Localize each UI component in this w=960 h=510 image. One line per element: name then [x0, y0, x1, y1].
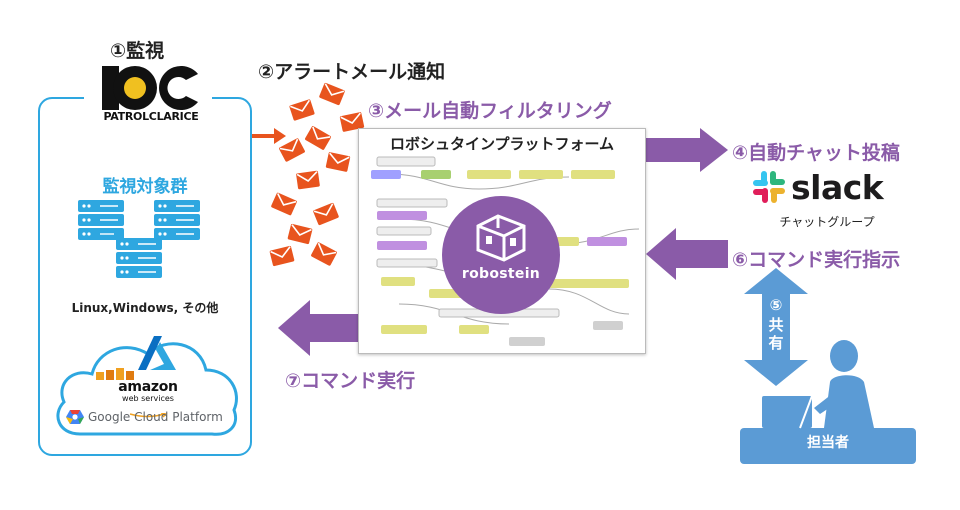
- server-group: [78, 200, 200, 278]
- arrow-from-slack: [646, 228, 728, 280]
- robostein-platform-screen: [358, 128, 646, 354]
- step-5-share-label: 共有: [768, 316, 784, 352]
- arrow-command-execute: [278, 300, 362, 356]
- robostein-logo-text: robostein: [461, 266, 541, 282]
- os-list: Linux,Windows, その他: [71, 301, 219, 315]
- mail-icon: [295, 169, 321, 191]
- chat-group-label: チャットグループ: [779, 215, 875, 229]
- mail-icon: [288, 98, 316, 122]
- mail-icon: [277, 136, 307, 164]
- aws-logo-main: amazon: [118, 379, 178, 395]
- slack-logo-icon: [753, 171, 785, 203]
- step-6-command-instruction-label: ⑥コマンド実行指示: [732, 249, 901, 271]
- arrow-to-slack: [644, 128, 728, 172]
- robostein-platform-title: ロボシュタインプラットフォーム: [389, 135, 615, 153]
- gcp-logo-text: Google Cloud Platform: [88, 410, 223, 424]
- person-icon: [740, 340, 916, 464]
- aws-logo-sub: web services: [122, 394, 174, 403]
- slack-logo-text: slack: [791, 168, 884, 207]
- patrolclarice-logo-text: PATROLCLARICE: [103, 110, 199, 123]
- mail-icon: [303, 124, 333, 152]
- share-double-arrow: [744, 268, 808, 386]
- patrolclarice-logo-icon: [102, 66, 198, 110]
- alert-arrow: [252, 128, 286, 144]
- gcp-hex-icon: [66, 410, 84, 424]
- mail-icon: [312, 201, 340, 227]
- flow-editor-preview: [371, 156, 640, 346]
- robostein-robot-icon: [476, 214, 526, 262]
- step-5-number: ⑤: [769, 296, 783, 314]
- person-label: 担当者: [807, 435, 849, 451]
- mail-icon: [268, 244, 296, 268]
- mail-icon: [309, 240, 339, 268]
- mail-icon: [286, 222, 314, 246]
- step-4-auto-chat-label: ④自動チャット投稿: [732, 142, 900, 164]
- monitored-group-title: 監視対象群: [102, 177, 188, 197]
- azure-icon: [138, 336, 176, 370]
- aws-cubes-icon: [96, 368, 134, 380]
- mail-icon: [269, 191, 299, 217]
- mail-icon: [318, 81, 346, 107]
- step-1-monitor-label: ①監視: [110, 40, 165, 62]
- server-icon: [154, 200, 200, 240]
- step-3-mail-filter-label: ③メール自動フィルタリング: [368, 100, 612, 122]
- step-7-command-execute-label: ⑦コマンド実行: [285, 370, 416, 392]
- mail-icon: [324, 151, 352, 173]
- mail-scatter: [268, 81, 366, 268]
- aws-smile-icon: [129, 412, 168, 418]
- step-2-alert-mail-label: ②アラートメール通知: [258, 61, 446, 83]
- aws-logo: amazon web services: [88, 379, 208, 422]
